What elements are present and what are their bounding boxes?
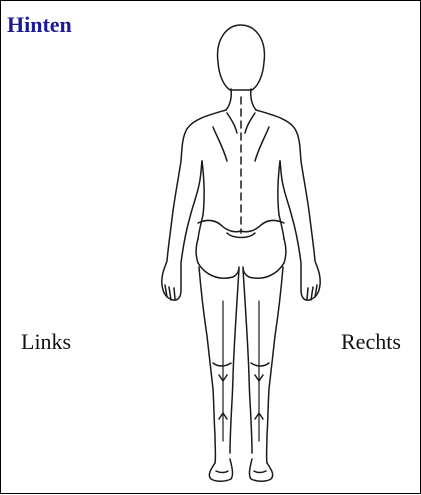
neck-right [251,89,256,110]
left-inner-arm [202,161,204,215]
neck-left [226,89,231,110]
right-side-label: Rechts [341,331,401,353]
right-foot [249,459,272,481]
right-leg-inner [243,269,252,453]
hip-right [284,239,286,263]
right-knee-crease [251,363,269,366]
right-heel [254,471,266,473]
left-leg-outer [199,267,215,463]
right-inner-arm [278,161,280,215]
left-torso-side [198,215,203,239]
gluteal-fold-right [243,263,284,278]
head-outline [218,25,265,90]
hip-left [196,239,198,263]
left-knee-crease [213,363,231,366]
right-shoulder-blade [255,127,269,161]
right-leg-outer [267,267,283,463]
right-torso-side [279,215,284,239]
right-arm-outline [256,110,320,300]
left-side-label: Links [21,331,71,353]
left-foot [209,459,232,481]
gluteal-fold-left [198,263,239,278]
left-arm-outline [162,110,226,300]
left-shoulder-blade [213,127,227,161]
right-hand-fingers [307,285,317,300]
left-heel [216,471,228,473]
left-hand-fingers [165,285,175,300]
left-leg-inner [230,269,239,453]
